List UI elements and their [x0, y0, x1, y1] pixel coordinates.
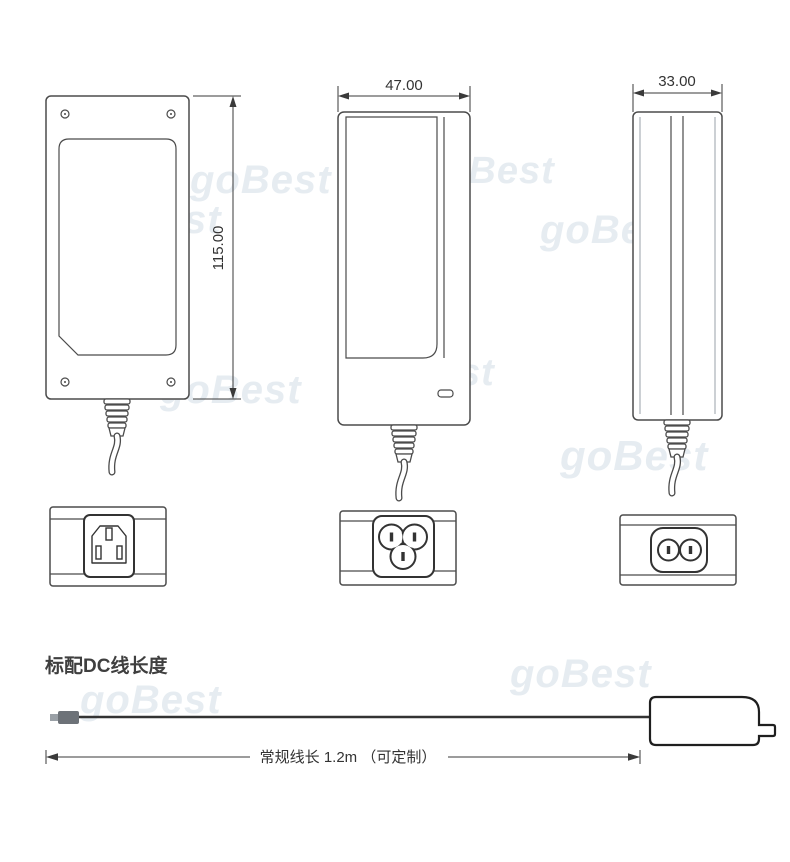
adapter-side-view: [337, 111, 471, 498]
dim-label-edge-width: 33.00: [658, 73, 696, 90]
dimension-cable-length: 常规线长 1.2m （可定制）: [45, 749, 641, 766]
cable-tip: [50, 714, 60, 721]
dc-cable-drawing: [50, 695, 777, 747]
dim-label-height: 115.00: [210, 226, 227, 271]
dimension-front-height: 115.00: [193, 95, 241, 400]
side-panel: [345, 116, 438, 359]
dc-cable-icon: [104, 399, 130, 472]
c6-inlet-view: [339, 510, 457, 586]
dc-cable-icon: [391, 425, 417, 498]
ground-pin-icon: [105, 527, 113, 541]
cloverleaf-cutout: [378, 523, 428, 570]
dim-label-side-width: 47.00: [385, 77, 423, 94]
dimension-side-width: 47.00: [337, 77, 471, 112]
screw-icon: [60, 109, 176, 387]
section-title: 标配DC线长度: [45, 654, 168, 677]
label-area: [58, 138, 177, 356]
c8-inlet-view: [619, 514, 737, 586]
adapter-edge-view: [632, 111, 723, 493]
figure8-cutout: [657, 538, 702, 562]
neutral-pin-icon: [116, 545, 123, 560]
c14-inlet-view: [49, 506, 167, 587]
led-indicator: [437, 389, 454, 398]
dc-cable-icon: [664, 420, 690, 493]
live-pin-icon: [95, 545, 102, 560]
cable-length-label: 常规线长 1.2m （可定制）: [260, 749, 437, 766]
adapter-front-view: [45, 95, 190, 472]
dimension-edge-width: 33.00: [632, 73, 723, 112]
cable-connector: [58, 711, 79, 724]
dc-plug-icon: [648, 695, 777, 747]
